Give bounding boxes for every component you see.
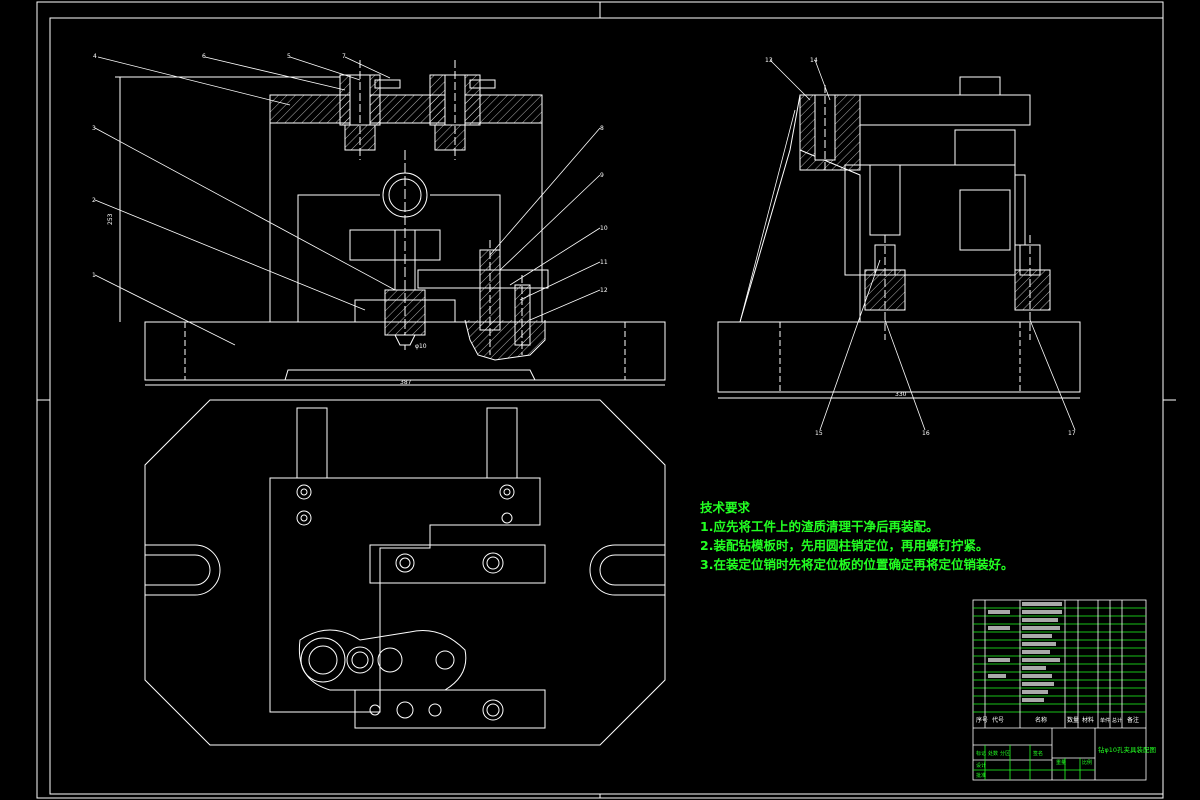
dim-side-width: 330 [895,391,907,398]
title-block-text: 序号 代号 名称 数量 材料 单件 总计 备注 钻φ10孔夹具装配图 重量 比例… [976,716,1156,779]
sign-label-zone: 分区 [1000,750,1010,757]
callout-1: 1 [92,272,96,279]
col-header-total: 总计 [1112,717,1122,724]
col-header-unit: 单件 [1100,717,1110,724]
col-header-material: 材料 [1082,716,1094,724]
col-header-seq: 序号 [976,716,988,724]
drawing-border [36,1,1176,799]
callout-2: 2 [92,197,96,204]
front-view-leaders [94,56,601,346]
side-view [717,76,1081,399]
callout-9: 9 [600,172,604,179]
col-header-qty: 数量 [1067,716,1079,724]
side-view-leaders [739,59,1076,431]
callout-labels: 4 6 5 7 3 2 1 8 9 10 11 12 13 14 15 16 1… [92,53,1076,437]
callout-3: 3 [92,125,96,132]
drawing-name: 钻φ10孔夹具装配图 [1098,745,1156,754]
callout-11: 11 [600,259,608,266]
sign-label-count: 处数 [988,750,998,757]
sign-label-signature: 签名 [1033,750,1043,757]
dim-hole-dia: φ10 [415,343,427,350]
front-view [115,60,666,386]
tech-req-title: 技术要求 [700,500,751,515]
col-header-name: 名称 [1035,716,1047,724]
tech-req-item-1: 1.应先将工件上的渣质清理干净后再装配。 [700,519,939,534]
callout-15: 15 [815,430,823,437]
callout-12: 12 [600,287,608,294]
sign-label-mark: 标记 [976,750,986,757]
row-label-design: 设计 [976,762,986,769]
callout-5: 5 [287,53,291,60]
dim-front-width: 387 [400,379,412,386]
callout-16: 16 [922,430,930,437]
dim-front-height: 253 [107,213,114,225]
callout-14: 14 [810,57,818,64]
ratio-label: 比例 [1082,759,1092,766]
tech-req-item-3: 3.在装定位销时先将定位板的位置确定再将定位销装好。 [700,557,1014,572]
callout-10: 10 [600,225,608,232]
title-block [972,599,1147,781]
tech-req-item-2: 2.装配钻模板时，先用圆柱销定位，再用螺钉拧紧。 [700,538,989,553]
col-header-code: 代号 [992,716,1004,724]
callout-13: 13 [765,57,773,64]
parts-list-fill [988,602,1062,702]
callout-4: 4 [93,53,97,60]
top-view [144,399,666,746]
technical-requirements: 技术要求 1.应先将工件上的渣质清理干净后再装配。 2.装配钻模板时，先用圆柱销… [700,498,1030,574]
callout-8: 8 [600,125,604,132]
weight-label: 重量 [1056,759,1066,766]
callout-6: 6 [202,53,206,60]
row-label-approve: 批准 [976,772,986,779]
callout-17: 17 [1068,430,1076,437]
col-header-remark: 备注 [1127,716,1139,724]
callout-7: 7 [342,53,346,60]
